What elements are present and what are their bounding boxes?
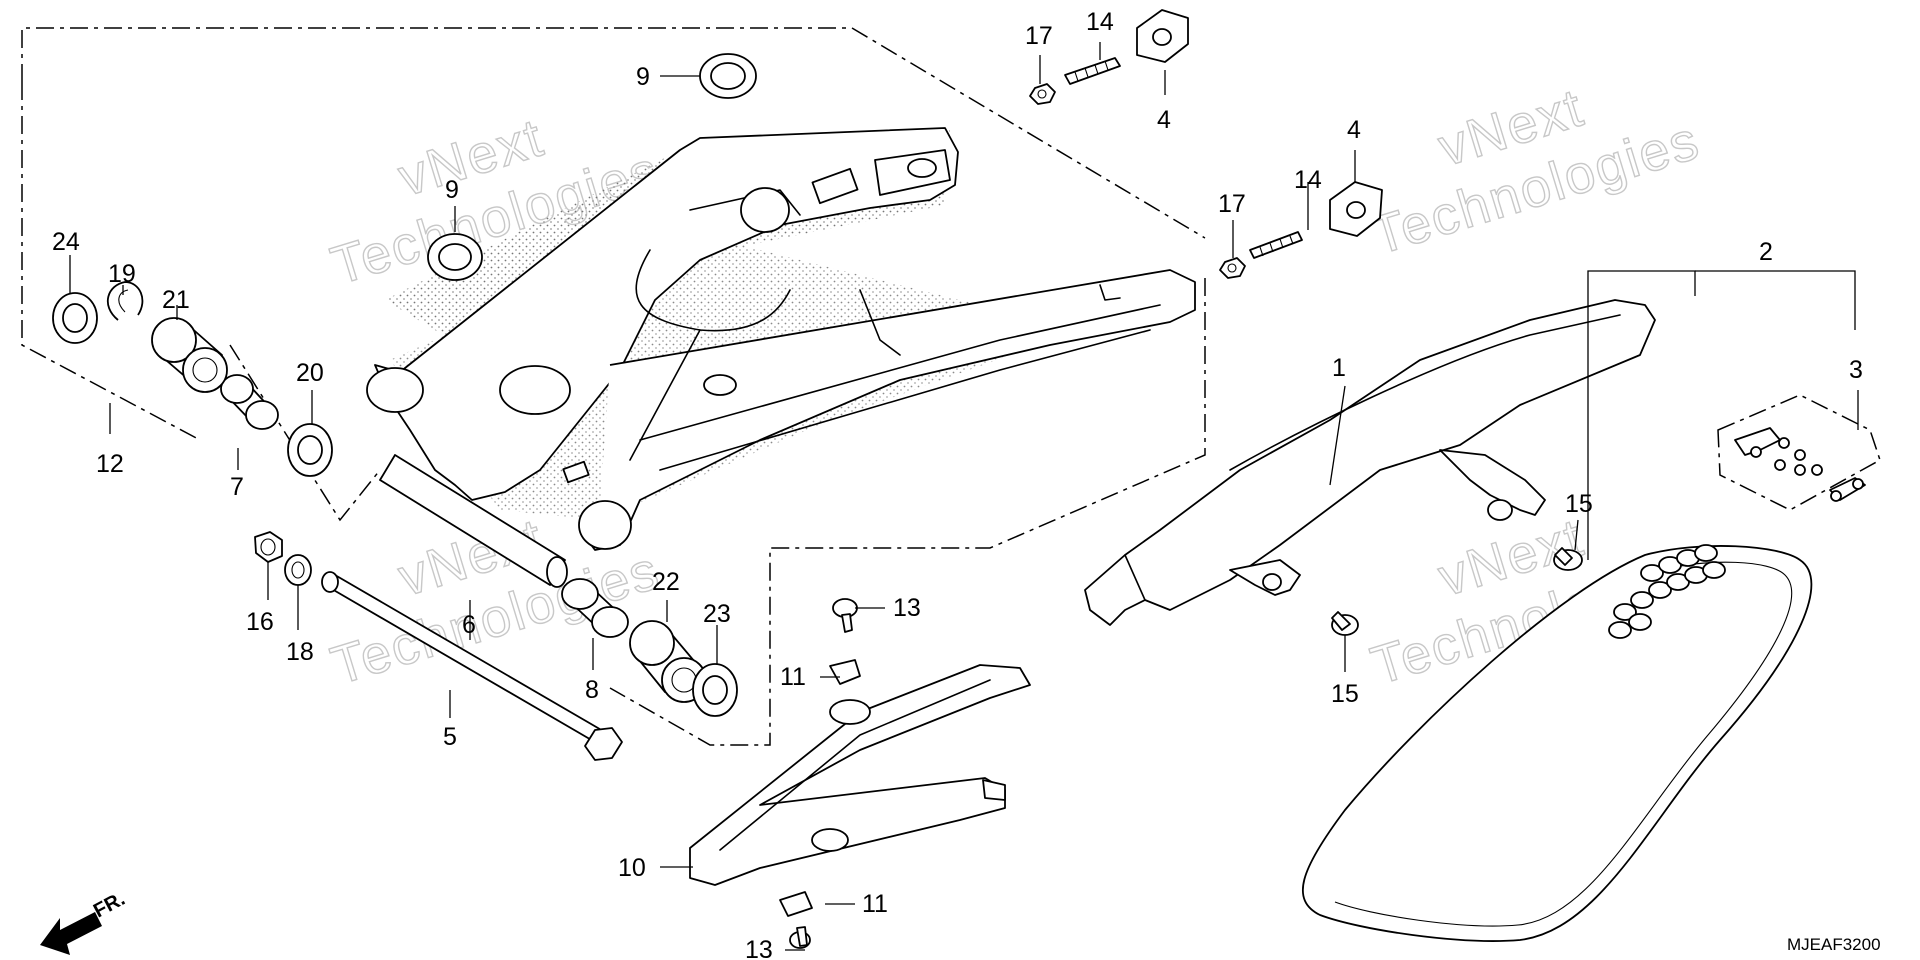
callout-16: 16: [246, 608, 274, 636]
callout-11b: 11: [862, 890, 888, 918]
slider-nut-11a: [829, 659, 861, 685]
callout-20: 20: [296, 359, 324, 387]
adjuster-plate-4b: [1329, 181, 1383, 237]
washer-18: [284, 554, 312, 586]
callout-11a: 11: [780, 663, 806, 691]
chain-slider: [689, 664, 1031, 886]
bearing-20: [287, 423, 333, 477]
swingarm: [366, 127, 1196, 551]
callout-3: 3: [1849, 356, 1863, 384]
callout-14b: 14: [1294, 166, 1322, 194]
adjust-bolt-14a: [1064, 57, 1121, 85]
drive-chain: [1302, 544, 1813, 942]
callout-1: 1: [1332, 354, 1346, 382]
diagram-code: MJEAF3200: [1787, 935, 1881, 954]
dust-seal-9a: [699, 53, 757, 99]
callout-15a: 15: [1565, 490, 1593, 518]
slider-nut-11b: [779, 891, 813, 917]
snap-ring-19: [106, 281, 144, 321]
bolt-15a: [1553, 547, 1583, 571]
pivot-bolt: [321, 571, 623, 761]
callout-8: 8: [585, 676, 599, 704]
adjuster-plate-4a: [1136, 9, 1189, 63]
adjust-bolt-14b: [1249, 231, 1303, 259]
callout-9b: 9: [445, 176, 459, 204]
callout-18: 18: [286, 638, 314, 666]
callout-24: 24: [52, 228, 80, 256]
callout-21: 21: [162, 286, 190, 314]
callout-13a: 13: [893, 594, 921, 622]
pivot-collar: [379, 454, 568, 588]
chain-links: [1608, 544, 1726, 639]
callout-17a: 17: [1025, 22, 1053, 50]
needle-bearing-21: [151, 317, 228, 393]
bolt-15b: [1331, 611, 1359, 636]
callout-23: 23: [703, 600, 731, 628]
chain-case: [1084, 299, 1656, 626]
bearing-23: [692, 663, 738, 717]
callout-10: 10: [618, 854, 646, 882]
callout-2: 2: [1759, 238, 1773, 266]
callout-15b: 15: [1331, 680, 1359, 708]
callout-14a: 14: [1086, 8, 1114, 36]
locknut-17b: [1219, 257, 1246, 279]
pivot-nut-16: [254, 531, 283, 563]
callout-13b: 13: [745, 936, 773, 960]
callout-6: 6: [462, 611, 476, 639]
callout-17b: 17: [1218, 190, 1246, 218]
chain-joint-kit: [1717, 394, 1881, 511]
callout-labels: 1 2 3 4 4 5 6 7 8 9 9 10 11 11 12 13 13 …: [52, 8, 1863, 960]
fr-arrow-icon: FR.: [40, 888, 129, 955]
screw-13b: [789, 926, 811, 949]
callout-12: 12: [96, 450, 124, 478]
callout-4b: 4: [1347, 116, 1361, 144]
callout-5: 5: [443, 723, 457, 751]
needle-bearing-22: [629, 620, 707, 703]
callout-22: 22: [652, 568, 680, 596]
locknut-17a: [1029, 83, 1056, 105]
callout-7: 7: [230, 473, 244, 501]
leader-lines: [69, 42, 1859, 951]
bushing-7: [220, 374, 279, 430]
bearing-24: [52, 292, 98, 344]
screw-13a: [832, 598, 858, 633]
callout-19: 19: [108, 260, 136, 288]
callout-4a: 4: [1157, 106, 1171, 134]
callout-9a: 9: [636, 63, 650, 91]
bushing-8: [561, 578, 629, 638]
dust-seal-9b: [427, 233, 483, 281]
